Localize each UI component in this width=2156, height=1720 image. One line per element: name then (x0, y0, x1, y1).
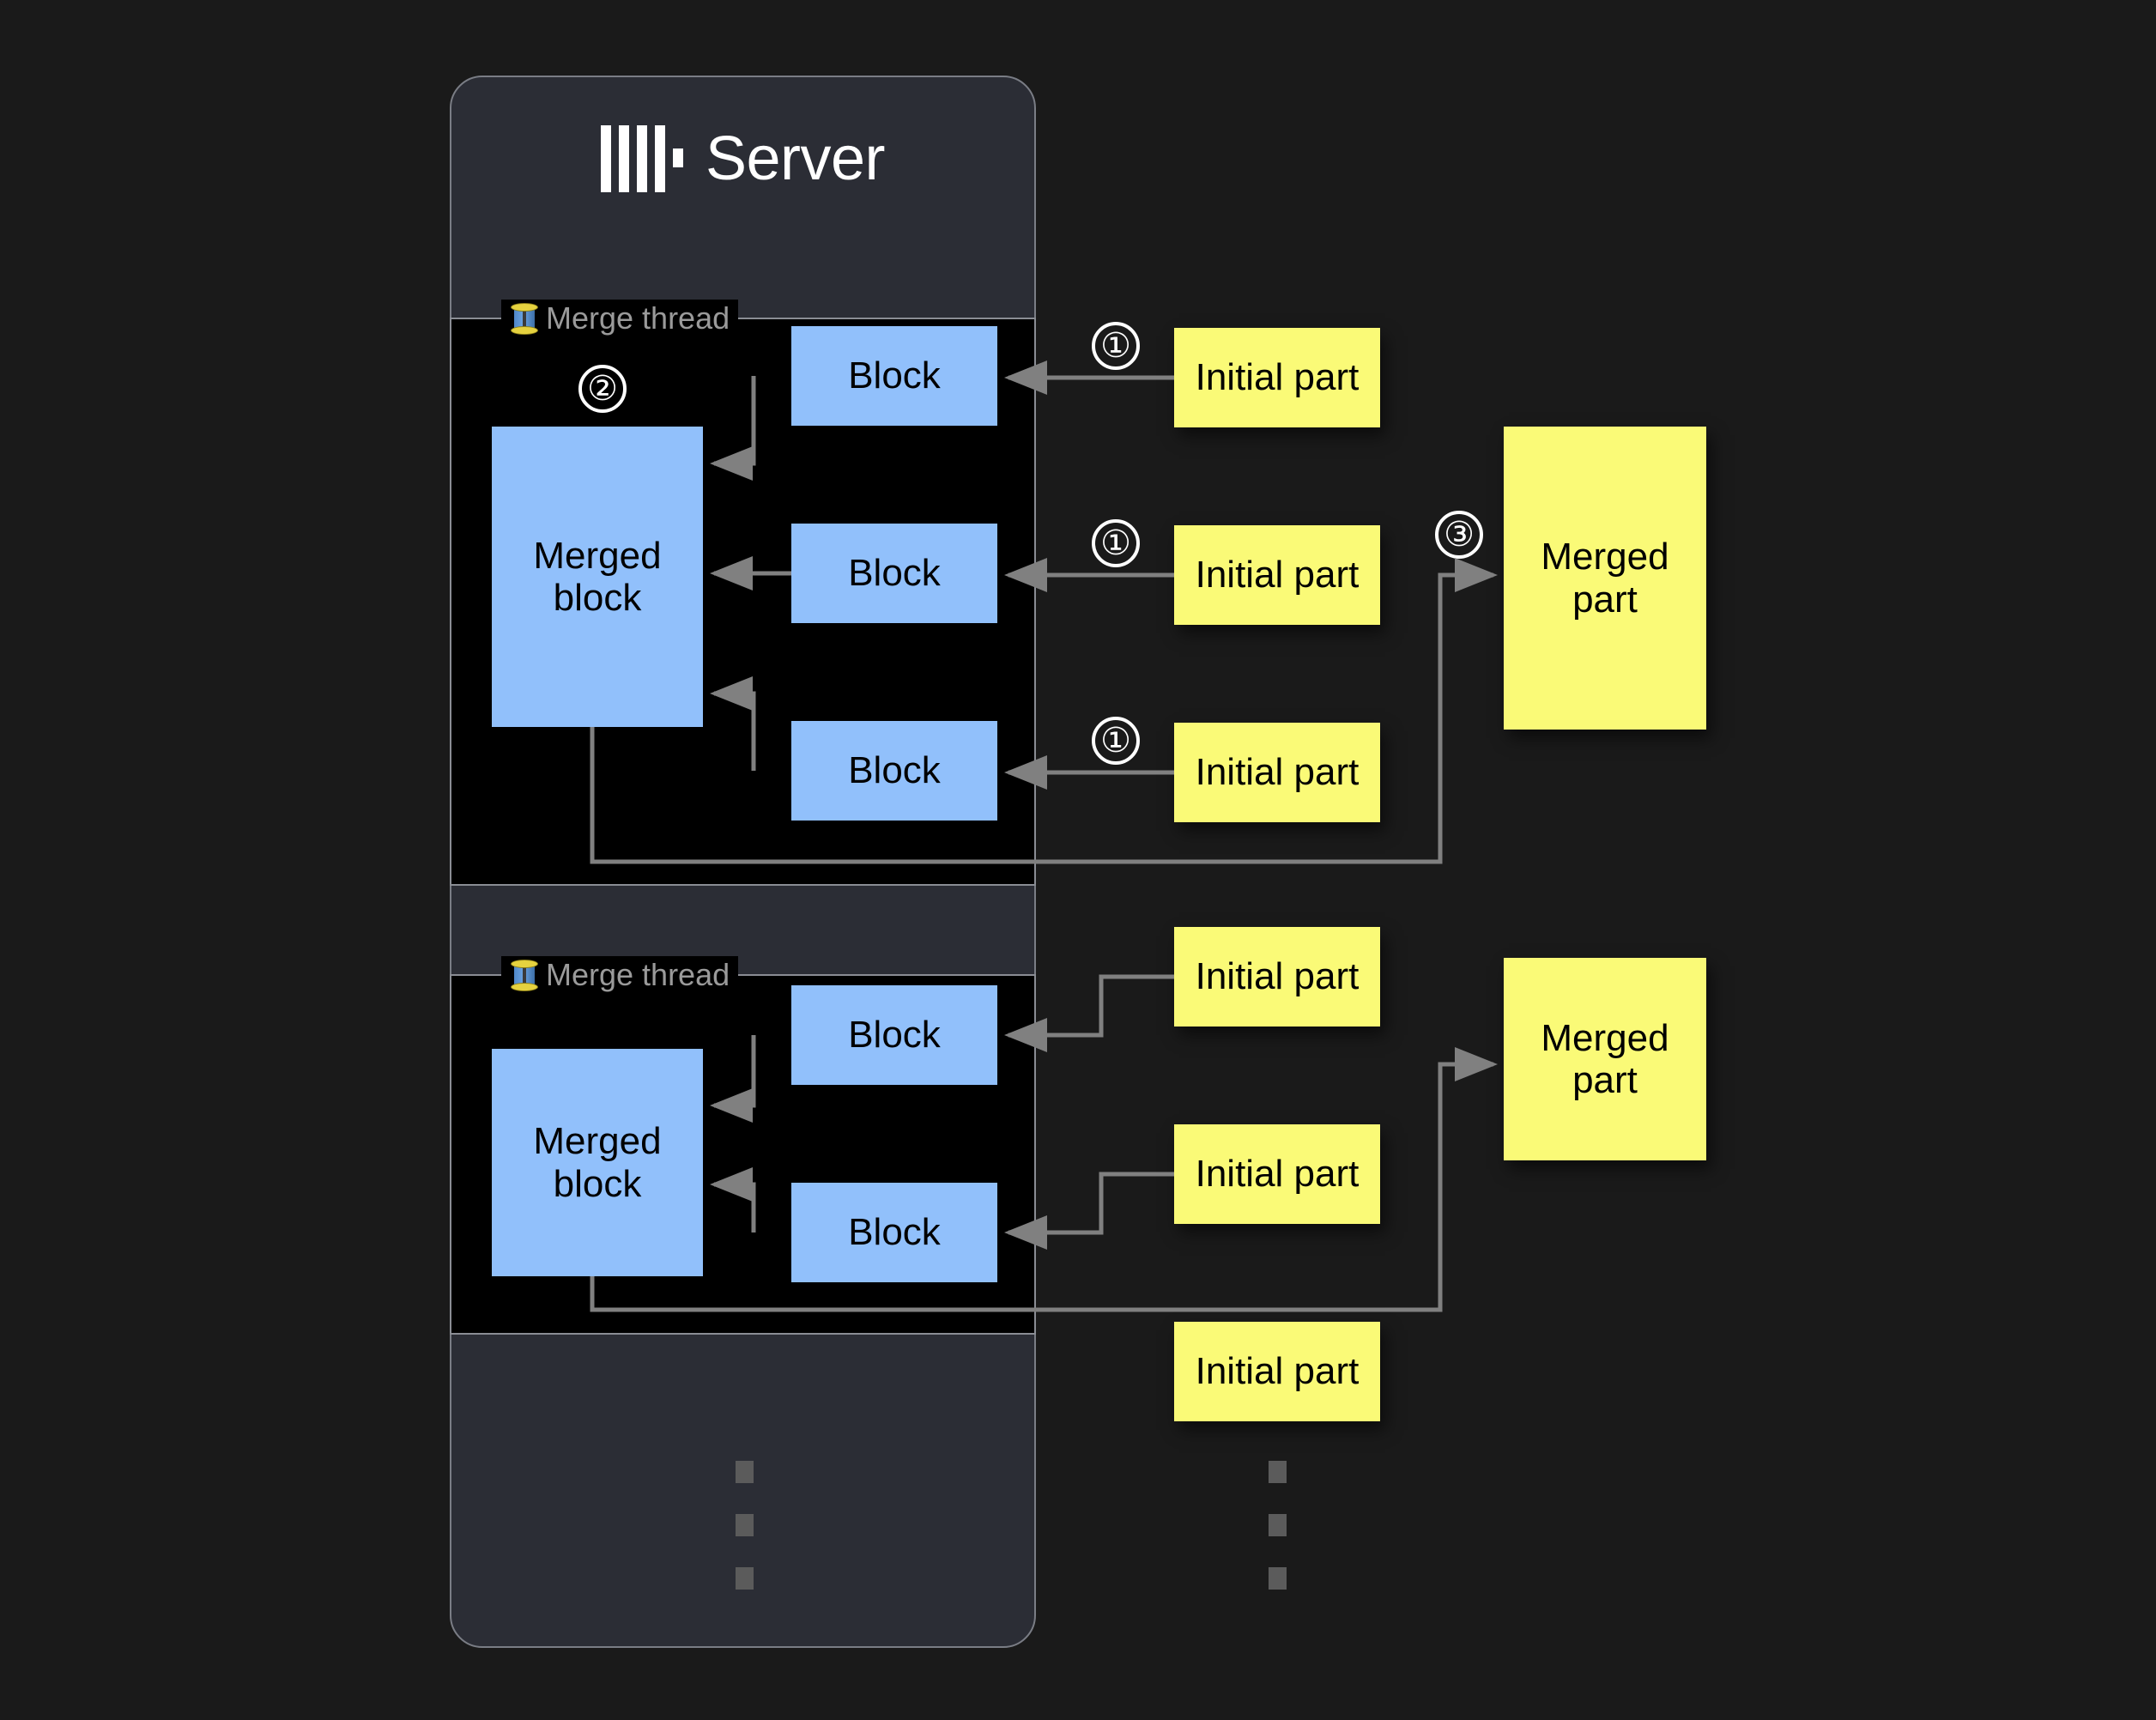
merged-part-box: Merged part (1504, 958, 1706, 1160)
step-marker-1a: ① (1092, 322, 1140, 370)
initial-part-box: Initial part (1174, 525, 1380, 625)
merge-thread-label-2: Merge thread (501, 956, 739, 994)
block-box: Block (791, 721, 997, 821)
merge-thread-label-text: Merge thread (546, 957, 730, 992)
clickhouse-logo-icon (600, 125, 683, 192)
server-title-text: Server (705, 124, 886, 193)
step-marker-1c: ① (1092, 717, 1140, 765)
block-box: Block (791, 524, 997, 623)
initial-part-box: Initial part (1174, 1322, 1380, 1421)
merge-thread-label-text: Merge thread (546, 300, 730, 336)
server-title: Server (450, 112, 1036, 206)
initial-part-box: Initial part (1174, 927, 1380, 1027)
step-marker-1b: ① (1092, 519, 1140, 567)
initial-part-box: Initial part (1174, 723, 1380, 822)
step-marker-2: ② (578, 365, 627, 413)
block-box: Block (791, 985, 997, 1085)
initial-part-box: Initial part (1174, 1124, 1380, 1224)
thread-spool-icon (510, 958, 539, 992)
block-box: Block (791, 1183, 997, 1282)
server-ellipsis (736, 1461, 754, 1590)
merged-block-box: Merged block (492, 427, 703, 727)
parts-ellipsis (1269, 1461, 1287, 1590)
merged-block-box: Merged block (492, 1049, 703, 1276)
block-box: Block (791, 326, 997, 426)
merge-thread-label-1: Merge thread (501, 300, 739, 337)
merged-part-box: Merged part (1504, 427, 1706, 730)
thread-spool-icon (510, 301, 539, 336)
initial-part-box: Initial part (1174, 328, 1380, 427)
step-marker-3: ③ (1435, 511, 1483, 559)
